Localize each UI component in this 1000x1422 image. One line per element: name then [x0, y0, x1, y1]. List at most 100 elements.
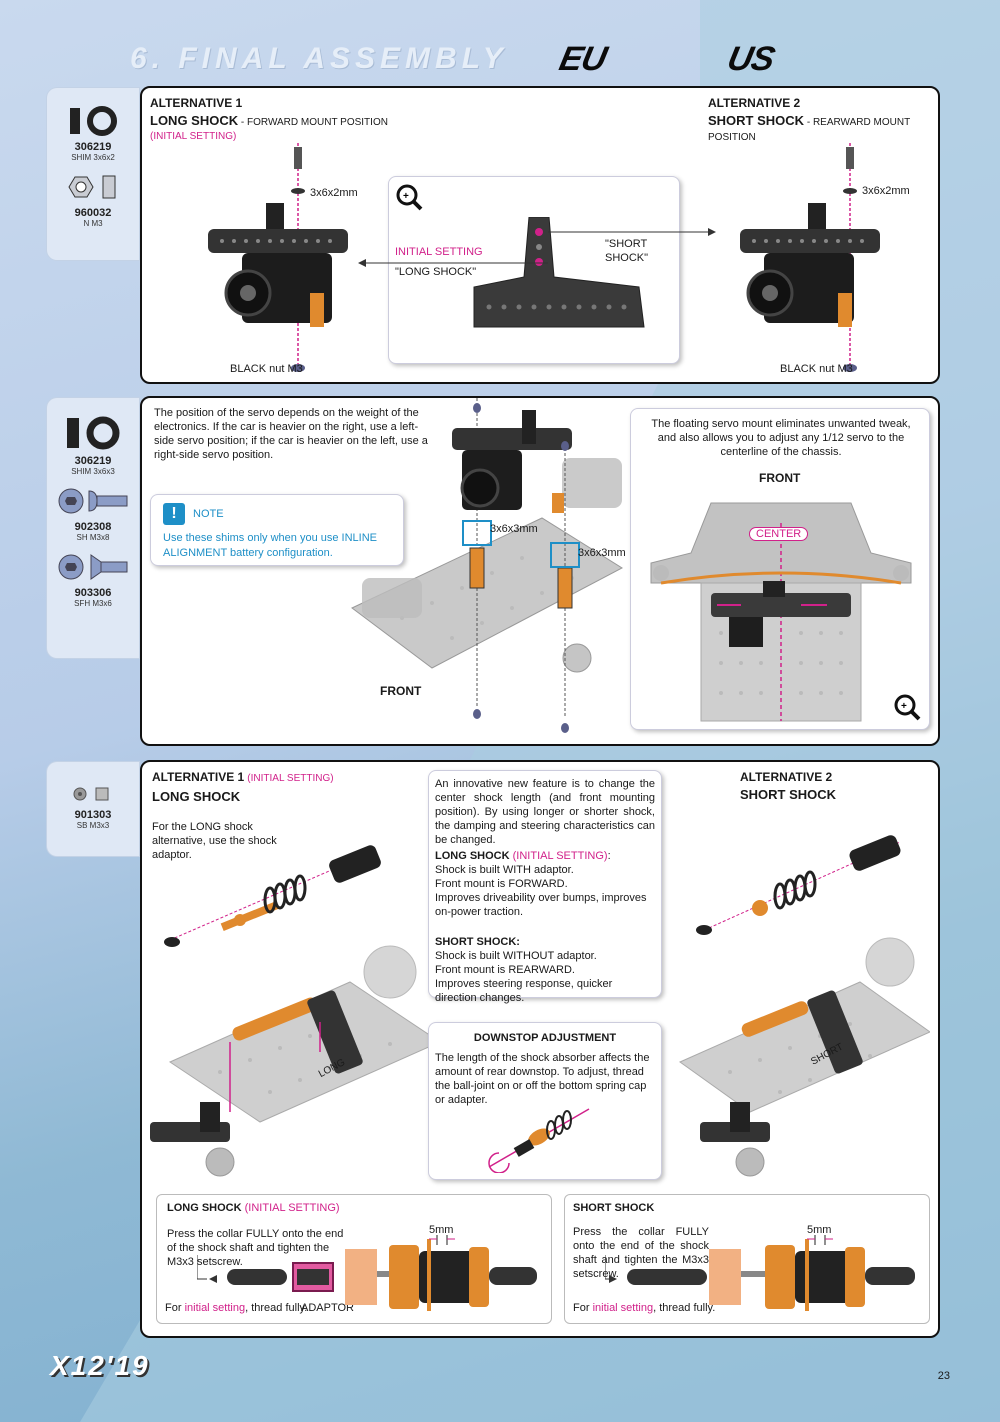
shock-info-box: An innovative new feature is to change t…: [428, 770, 662, 1004]
alt1-title: LONG SHOCK: [150, 113, 239, 128]
br-for: For: [573, 1302, 593, 1314]
section-2-panel: The position of the servo depends on the…: [140, 396, 940, 746]
region-eu-logo: EU: [556, 40, 610, 78]
info-long-line: Improves driveability over bumps, improv…: [435, 892, 647, 918]
servo-plate-illustration: [473, 217, 645, 328]
part-code: 902308: [74, 521, 112, 533]
part-code: 960032: [74, 207, 112, 219]
alt2-label: ALTERNATIVE 2: [740, 770, 833, 784]
bl-initial-setting-inline: initial setting: [184, 1302, 246, 1314]
servo-position-text: The position of the servo depends on the…: [154, 407, 428, 461]
part-desc: SHIM 3x6x2: [71, 153, 115, 162]
shock-downstop-illustration: [488, 1108, 590, 1173]
downstop-box: DOWNSTOP ADJUSTMENT The length of the sh…: [428, 1022, 662, 1180]
floating-servo-text: The floating servo mount eliminates unwa…: [651, 418, 911, 458]
info-long-line: Front mount is FORWARD.: [435, 878, 568, 890]
note-text-highlight: INLINE ALIGNMENT: [163, 532, 378, 559]
short-shock-assembly-illustration: [678, 835, 930, 1177]
downstop-text: The length of the shock absorber affects…: [435, 1052, 650, 1106]
part-desc: SH M3x8: [76, 533, 110, 542]
br-5mm-label: 5mm: [807, 1224, 832, 1236]
bl-for: For: [165, 1302, 185, 1314]
front-label: FRONT: [380, 684, 422, 698]
center-label: CENTER: [749, 527, 809, 541]
br-instruction: Press the collar FULLY onto the end of t…: [573, 1226, 709, 1280]
shock-info-intro: An innovative new feature is to change t…: [435, 778, 655, 846]
bl-title: LONG SHOCK: [167, 1202, 242, 1214]
info-short-line: Improves steering response, quicker dire…: [435, 978, 613, 1004]
bl-instruction: Press the collar FULLY onto the end of t…: [167, 1228, 344, 1268]
note-box: ! NOTE Use these shims only when you use…: [150, 494, 404, 566]
nut-icon: [47, 172, 139, 207]
detail-magnifier-icon: +: [396, 184, 423, 211]
chassis-servo-illustration: [351, 398, 624, 733]
shim-icon: [47, 416, 139, 455]
info-long-lines: Shock is built WITH adaptor. Front mount…: [435, 863, 655, 919]
nut-label-right: BLACK nut M3: [780, 363, 853, 375]
part-code: 306219: [74, 455, 112, 467]
info-long-title: LONG SHOCK: [435, 850, 510, 862]
long-shock-assembly-illustration: [150, 845, 440, 1177]
info-long-colon: :: [607, 850, 611, 862]
servo-mount-illustration-right: [740, 143, 880, 373]
bl-initial-setting: (INITIAL SETTING): [244, 1202, 340, 1214]
alt1-title: LONG SHOCK: [152, 789, 241, 804]
note-text-end: battery configuration.: [226, 547, 333, 559]
note-text: Use these shims only when you use: [163, 532, 342, 544]
parts-sidebar-1: 306219 SHIM 3x6x2 960032 N M3: [47, 88, 139, 260]
part-code: 306219: [74, 141, 112, 153]
shim-label-2: 3x6x3mm: [578, 547, 626, 559]
adaptor-label: ADAPTOR: [301, 1302, 354, 1314]
setscrew-icon: [47, 784, 139, 809]
servo-mount-illustration-left: [208, 143, 348, 373]
note-title: NOTE: [193, 508, 224, 520]
info-short-line: Front mount is REARWARD.: [435, 964, 575, 976]
svg-text:+: +: [901, 701, 907, 712]
front-label: FRONT: [759, 471, 801, 485]
alt1-label: ALTERNATIVE 1: [152, 770, 245, 784]
shim-highlight-2: [550, 542, 580, 568]
downstop-title: DOWNSTOP ADJUSTMENT: [473, 1032, 617, 1044]
nut-label-left: BLACK nut M3: [230, 363, 303, 375]
page-title: 6. FINAL ASSEMBLY: [130, 42, 508, 75]
alt2-title: SHORT SHOCK: [708, 113, 805, 128]
initial-setting-label: INITIAL SETTING: [395, 246, 483, 258]
parts-sidebar-2: 306219 SHIM 3x6x3 902308 SH M3x8 903306 …: [47, 398, 139, 658]
detail-box: + INITIAL SETTING "LONG SHOCK" "SHORT SH…: [388, 176, 680, 364]
floating-servo-detail-box: The floating servo mount eliminates unwa…: [630, 408, 930, 730]
part-code: 901303: [74, 809, 112, 821]
info-long-initial: (INITIAL SETTING): [512, 850, 608, 862]
long-shock-instruction: For the LONG shock alternative, use the …: [152, 821, 277, 861]
page-number: 23: [937, 1370, 950, 1382]
parts-sidebar-3: 901303 SB M3x3: [47, 762, 139, 856]
br-thread: , thread fully.: [653, 1302, 716, 1314]
bl-thread: , thread fully.: [245, 1302, 308, 1314]
shim-highlight-1: [462, 520, 492, 546]
shim-label-right: 3x6x2mm: [862, 185, 910, 197]
button-head-screw-icon: [47, 486, 139, 521]
product-logo: X12'19: [50, 1350, 150, 1381]
short-shock-cross-section: [605, 1235, 915, 1311]
part-desc: SFH M3x6: [74, 599, 112, 608]
note-icon: !: [163, 503, 185, 525]
alt1-subtitle: - FORWARD MOUNT POSITION: [238, 117, 388, 128]
info-short-title: SHORT SHOCK:: [435, 936, 520, 948]
svg-text:+: +: [403, 191, 409, 202]
info-short-line: Shock is built WITHOUT adaptor.: [435, 950, 597, 962]
section-3-panel: ALTERNATIVE 1 (INITIAL SETTING) LONG SHO…: [140, 760, 940, 1338]
shim-label-1: 3x6x3mm: [490, 523, 538, 535]
long-shock-detail-panel: LONG SHOCK (INITIAL SETTING) Press the c…: [156, 1194, 552, 1324]
alt2-label: ALTERNATIVE 2: [708, 96, 801, 110]
region-us-logo: US: [724, 40, 778, 78]
part-desc: SB M3x3: [76, 821, 110, 830]
long-shock-cross-section: [197, 1235, 537, 1311]
short-shock-detail-panel: SHORT SHOCK Press the collar FULLY onto …: [564, 1194, 930, 1324]
br-title: SHORT SHOCK: [573, 1202, 655, 1214]
info-long-line: Shock is built WITH adaptor.: [435, 864, 574, 876]
alt1-initial-setting: (INITIAL SETTING): [247, 773, 334, 784]
short-shock-position-label: "SHORT SHOCK": [605, 238, 649, 264]
shim-label-left: 3x6x2mm: [310, 187, 358, 199]
chassis-top-view-illustration: [650, 502, 912, 722]
long-shock-position-label: "LONG SHOCK": [395, 266, 477, 278]
shim-icon: [47, 106, 139, 141]
